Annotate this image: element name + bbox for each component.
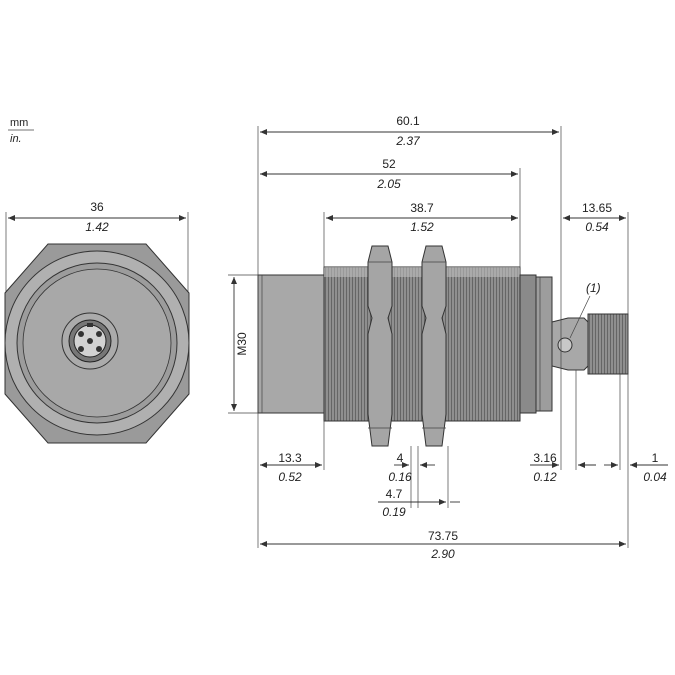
dim-38-mm: 38.7 — [410, 201, 434, 215]
sensor-rear-cap — [535, 276, 553, 412]
sensor-rear-ring — [519, 274, 537, 414]
callout-label: (1) — [586, 281, 601, 295]
dim-1-in: 0.04 — [643, 470, 667, 484]
dim-60-in: 2.37 — [395, 134, 421, 148]
dim-hex-width-in: 1.42 — [85, 220, 109, 234]
front-view: 36 1.42 — [4, 200, 190, 444]
dim-4-7-in: 0.19 — [382, 505, 406, 519]
dim-4-mm: 4 — [397, 451, 404, 465]
dim-3-16-mm: 3.16 — [533, 451, 557, 465]
dim-3-16-in: 0.12 — [533, 470, 557, 484]
dim-4-in: 0.16 — [388, 470, 412, 484]
dim-13-3-mm: 13.3 — [278, 451, 302, 465]
dim-13-65-in: 0.54 — [585, 220, 609, 234]
dim-4-7-mm: 4.7 — [386, 487, 403, 501]
dim-1-mm: 1 — [652, 451, 659, 465]
sensor-front-cap — [257, 274, 325, 414]
unit-mm: mm — [10, 117, 28, 129]
nut-1 — [367, 245, 393, 447]
units-legend: mm in. — [8, 117, 34, 145]
dimension-lines: 60.1 2.37 52 2.05 38.7 1.52 13.65 0.54 1… — [257, 114, 668, 561]
dim-52-in: 2.05 — [376, 177, 401, 191]
dim-52-mm: 52 — [382, 157, 396, 171]
dim-hex-width-mm: 36 — [90, 200, 104, 214]
dim-13-3-in: 0.52 — [278, 470, 302, 484]
connector-pins — [78, 323, 102, 352]
dim-73-75-mm: 73.75 — [428, 529, 458, 543]
led-indicator — [557, 337, 573, 353]
dim-13-65-mm: 13.65 — [582, 201, 612, 215]
nut-2 — [421, 245, 447, 447]
side-view: M30 (1) — [228, 245, 629, 447]
sensor-connector-thread — [587, 313, 629, 375]
dim-73-75-in: 2.90 — [430, 547, 455, 561]
unit-in: in. — [10, 133, 22, 145]
dim-38-in: 1.52 — [410, 220, 434, 234]
dim-60-mm: 60.1 — [396, 114, 420, 128]
thread-label: M30 — [235, 332, 249, 356]
